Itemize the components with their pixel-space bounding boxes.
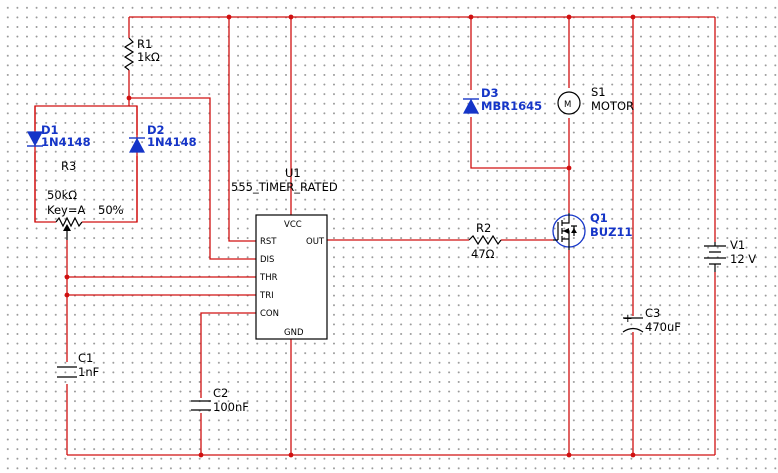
d1-diode[interactable]: D1 1N4148 <box>26 123 91 149</box>
q1-model: BUZ11 <box>590 225 632 239</box>
d3-model: MBR1645 <box>481 99 542 113</box>
r1-value: 1kΩ <box>137 50 160 64</box>
d1-ref: D1 <box>41 123 59 137</box>
d3-diode[interactable]: D3 MBR1645 <box>462 86 542 114</box>
r3-key: Key=A <box>47 203 85 217</box>
c2-ref: C2 <box>213 386 228 400</box>
u1-pin-rst: RST <box>260 237 277 247</box>
c3-capacitor[interactable]: + C3 470uF <box>622 306 681 334</box>
u1-pin-dis: DIS <box>260 255 274 265</box>
r1-resistor[interactable]: R1 1kΩ <box>123 37 160 71</box>
s1-motor[interactable]: M S1 MOTOR <box>557 85 634 115</box>
r2-resistor[interactable]: R2 47Ω <box>468 221 502 261</box>
c3-value: 470uF <box>645 320 681 334</box>
r1-ref: R1 <box>137 37 152 51</box>
v1-ref: V1 <box>730 238 745 252</box>
c3-ref: C3 <box>645 306 660 320</box>
junction-dots <box>64 14 636 458</box>
u1-ref: U1 <box>285 166 301 180</box>
c1-value: 1nF <box>78 365 99 379</box>
s1-ref: S1 <box>591 85 606 99</box>
q1-mosfet[interactable]: Q1 BUZ11 <box>552 211 632 250</box>
s1-model: MOTOR <box>591 99 634 113</box>
r3-potentiometer[interactable]: R3 50kΩ Key=A 50% <box>47 159 124 240</box>
u1-pin-vcc: VCC <box>284 220 302 230</box>
d2-ref: D2 <box>147 123 165 137</box>
u1-pin-gnd: GND <box>284 328 304 338</box>
u1-555-timer[interactable]: U1 555_TIMER_RATED VCC RST OUT DIS THR T… <box>231 166 338 340</box>
c1-ref: C1 <box>78 351 93 365</box>
d3-ref: D3 <box>481 86 499 100</box>
d1-model: 1N4148 <box>41 135 91 149</box>
r3-setting: 50% <box>98 203 124 217</box>
r2-ref: R2 <box>476 221 491 235</box>
c2-capacitor[interactable]: C2 100nF <box>191 386 249 414</box>
r3-ref: R3 <box>61 159 76 173</box>
d2-model: 1N4148 <box>147 135 197 149</box>
u1-pin-thr: THR <box>259 273 278 283</box>
u1-pin-tri: TRI <box>259 291 274 301</box>
c2-value: 100nF <box>213 400 249 414</box>
s1-motor-symbol: M <box>564 100 571 110</box>
r3-value: 50kΩ <box>47 188 77 202</box>
u1-pin-con: CON <box>260 309 279 319</box>
u1-model: 555_TIMER_RATED <box>231 180 338 194</box>
d2-diode[interactable]: D2 1N4148 <box>128 123 197 153</box>
c3-polarity: + <box>623 311 633 325</box>
q1-ref: Q1 <box>590 211 608 225</box>
wires <box>34 16 716 456</box>
r2-value: 47Ω <box>471 247 495 261</box>
v1-dc-source[interactable]: V1 12 V <box>704 238 756 272</box>
v1-value: 12 V <box>730 252 756 266</box>
u1-pin-out: OUT <box>306 237 325 247</box>
c1-capacitor[interactable]: C1 1nF <box>57 351 99 379</box>
